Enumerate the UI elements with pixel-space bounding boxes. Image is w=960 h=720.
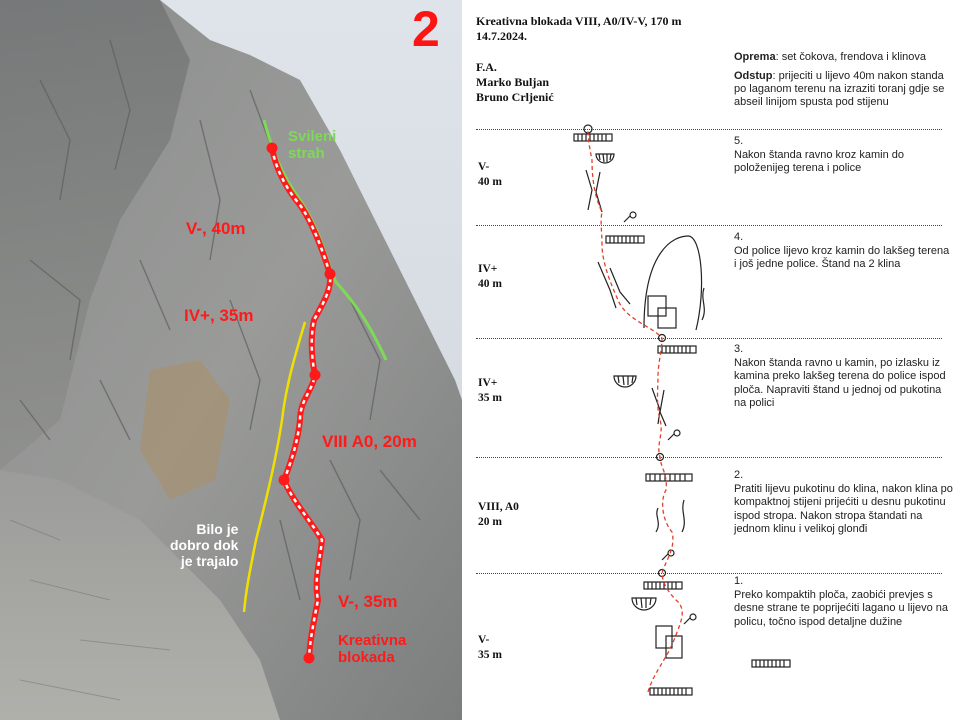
pitch-1-description: 1. Preko kompaktih ploča, zaobići prevje… xyxy=(734,575,954,629)
chimney-icon xyxy=(597,261,617,309)
pitch-5-grade: V- 40 m xyxy=(478,160,502,190)
yellow-route-line xyxy=(242,321,307,613)
pitch-grade-text: V- xyxy=(478,161,490,173)
cliff-scene xyxy=(0,0,462,720)
fa-name-1: Marko Buljan xyxy=(476,75,550,89)
crack-icon xyxy=(701,287,705,321)
overhang-icon xyxy=(613,375,637,388)
pitch-text: Nakon štanda ravno u kamin, po izlasku i… xyxy=(734,356,946,410)
gear-label: Oprema xyxy=(734,51,776,63)
pitch-5-description: 5. Nakon štanda ravno kroz kamin do polo… xyxy=(734,135,954,176)
belay-dot-2 xyxy=(278,474,290,486)
pitch-grade-text: IV+ xyxy=(478,263,498,275)
tower-outline-icon xyxy=(643,235,703,331)
block-icon xyxy=(647,295,667,317)
pitch-length-text: 35 m xyxy=(478,649,502,661)
pitch-length-text: 35 m xyxy=(478,392,502,404)
pitch-divider xyxy=(476,457,942,458)
rock-stain xyxy=(140,360,230,500)
topo-drawing xyxy=(573,124,791,696)
pitch-divider xyxy=(476,225,942,226)
topo-symbols xyxy=(573,124,791,696)
pitch-4-grade: IV+ 40 m xyxy=(478,262,502,292)
chimney-icon xyxy=(585,169,593,211)
pitch-number: 2. xyxy=(734,469,744,481)
ledge-hatch-icon xyxy=(577,134,607,141)
pitch-text: Nakon štanda ravno kroz kamin do položen… xyxy=(734,148,904,175)
pitch-2-grade: VIII, A0 20 m xyxy=(478,500,519,530)
pitch-number: 5. xyxy=(734,135,744,147)
rock-texture xyxy=(19,39,421,601)
gear-text: : set čokova, frendova i klinova xyxy=(775,51,926,63)
belay-anchor-icon xyxy=(657,333,667,343)
ledge-icon xyxy=(649,687,693,696)
pitch-text: Pratiti lijevu pukotinu do klina, nakon … xyxy=(734,482,953,536)
piton-icon xyxy=(667,433,675,441)
fa-name-2: Bruno Crljenić xyxy=(476,90,554,104)
pitch-text: Od police lijevo kroz kamin do lakšeg te… xyxy=(734,244,950,271)
piton-icon xyxy=(683,617,691,625)
pitch-number: 1. xyxy=(734,575,744,587)
first-ascent: F.A. Marko Buljan Bruno Crljenić xyxy=(476,60,554,105)
route-photo: 2 Svileni strah V-, 40m IV+, 35m VIII A0… xyxy=(0,0,462,720)
scree-slope xyxy=(0,470,280,720)
pitch-grade-text: V- xyxy=(478,634,490,646)
belay-dot-5 xyxy=(266,142,278,154)
topo-date: 14.7.2024. xyxy=(476,29,527,43)
pitch-length-text: 40 m xyxy=(478,278,502,290)
pitch-2-description: 2. Pratiti lijevu pukotinu do klina, nak… xyxy=(734,469,954,537)
pitch-length-text: 20 m xyxy=(478,516,502,528)
belay-dot-4 xyxy=(324,268,336,280)
label-pitch-1: V-, 35m xyxy=(338,592,398,611)
gear-info: Oprema: set čokova, frendova i klinova xyxy=(734,51,954,63)
crack-icon xyxy=(681,499,685,533)
pitch-number: 3. xyxy=(734,343,744,355)
ledge-icon xyxy=(573,133,613,142)
pitch-3-grade: IV+ 35 m xyxy=(478,376,502,406)
label-pitch-2: VIII A0, 20m xyxy=(322,432,417,451)
chimney-icon xyxy=(651,387,661,425)
pitch-1-grade: V- 35 m xyxy=(478,633,502,663)
overhang-icon xyxy=(631,597,657,611)
piton-icon xyxy=(623,215,631,223)
label-pitch-3-4: IV+, 35m xyxy=(184,306,254,325)
pitch-grade-text: IV+ xyxy=(478,377,498,389)
ledge-icon xyxy=(605,235,645,244)
belay-dot-3 xyxy=(309,369,321,381)
descent-label: Odstup xyxy=(734,70,773,82)
main-route-line xyxy=(269,145,334,661)
topo-title: Kreativna blokada VIII, A0/IV-V, 170 m xyxy=(476,14,682,28)
start-dot xyxy=(303,652,315,664)
pitch-3-description: 3. Nakon štanda ravno u kamin, po izlask… xyxy=(734,343,954,411)
ledge-icon xyxy=(643,581,683,590)
belay-anchor-icon xyxy=(655,452,665,462)
route-number: 2 xyxy=(412,1,440,57)
descent-info: Odstup: prijeciti u lijevo 40m nakon sta… xyxy=(734,70,952,109)
pitch-divider xyxy=(476,129,942,130)
pitch-4-description: 4. Od police lijevo kroz kamin do lakšeg… xyxy=(734,231,954,272)
piton-icon xyxy=(661,553,669,561)
pitch-number: 4. xyxy=(734,231,744,243)
topo-diagram: Kreativna blokada VIII, A0/IV-V, 170 m 1… xyxy=(462,0,960,720)
pitch-divider xyxy=(476,573,942,574)
overhang-icon xyxy=(595,153,615,164)
ledge-icon xyxy=(751,659,791,668)
block-icon xyxy=(655,625,673,649)
pitch-length-text: 40 m xyxy=(478,176,502,188)
ledge-icon xyxy=(657,345,697,354)
pitch-grade-text: VIII, A0 xyxy=(478,501,519,513)
topo-route-line xyxy=(587,128,683,693)
rock-shadow xyxy=(0,0,190,470)
label-yellow-route: Bilo je dobro dok je trajalo xyxy=(170,521,239,570)
label-pitch-5: V-, 40m xyxy=(186,219,246,238)
label-route-name: Kreativna blokada xyxy=(338,632,407,667)
fa-label: F.A. xyxy=(476,60,497,74)
pitch-text: Preko kompaktih ploča, zaobići prevjes s… xyxy=(734,588,949,628)
roof-icon xyxy=(645,473,693,482)
pitch-divider xyxy=(476,338,942,339)
crack-icon xyxy=(655,507,659,533)
label-svileni-strah: Svileni strah xyxy=(288,128,337,163)
descent-text: : prijeciti u lijevo 40m nakon standa po… xyxy=(734,70,945,108)
